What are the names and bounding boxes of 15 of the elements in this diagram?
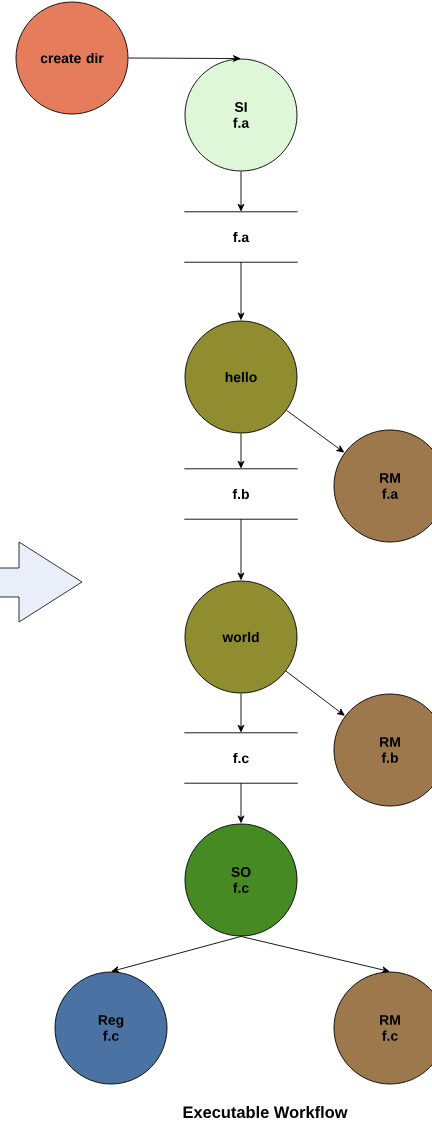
arrow <box>237 171 245 212</box>
arrow <box>237 782 245 823</box>
arrow <box>111 936 242 973</box>
arrow <box>237 693 245 733</box>
arrow <box>240 936 390 974</box>
data-store: f.a <box>183 211 299 263</box>
arrow <box>286 409 344 453</box>
arrow <box>128 55 241 62</box>
data-store: f.b <box>183 468 299 520</box>
arrow <box>237 518 245 580</box>
arrow <box>237 433 245 469</box>
data-store: f.c <box>183 732 299 784</box>
arrow <box>237 261 245 320</box>
arrow <box>285 670 345 716</box>
diagram-title: Executable Workflow <box>183 1106 348 1119</box>
